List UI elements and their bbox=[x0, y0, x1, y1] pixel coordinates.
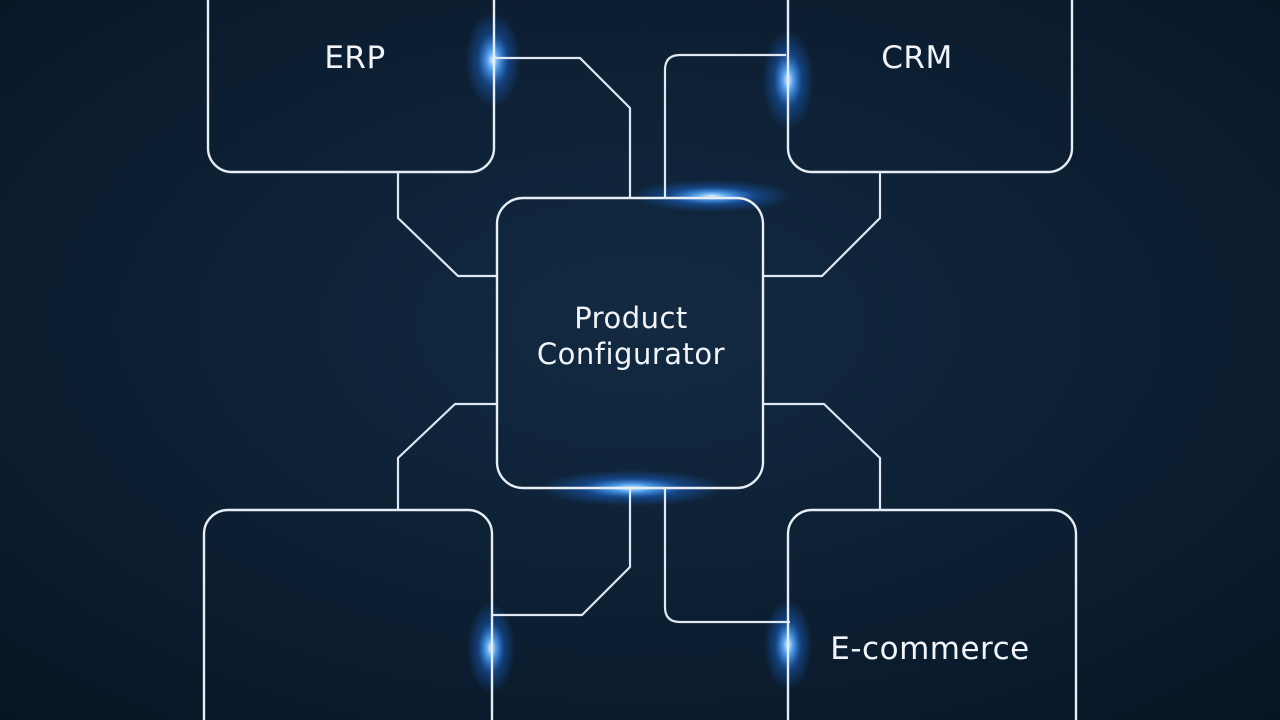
bottom-left-node bbox=[202, 508, 494, 720]
product-configurator-label-line2: Configurator bbox=[536, 337, 726, 371]
connector-erp-center-top bbox=[494, 56, 632, 198]
connector-crm-center-right bbox=[762, 172, 882, 278]
glow-center-top bbox=[632, 180, 792, 212]
erp-label: ERP bbox=[324, 40, 386, 76]
product-configurator-node bbox=[495, 196, 765, 490]
connector-crm-center-top bbox=[663, 53, 786, 198]
connector-bottomleft-center-left bbox=[396, 402, 498, 510]
product-configurator-label-line1: Product bbox=[574, 301, 688, 335]
connector-lines bbox=[396, 53, 882, 624]
connector-ecom-center-bottom bbox=[663, 488, 790, 624]
crm-node bbox=[786, 0, 1074, 174]
erp-node bbox=[206, 0, 496, 174]
product-configurator-label: Product Configurator bbox=[500, 300, 762, 372]
connector-bottomleft-center-bottom bbox=[492, 488, 632, 617]
ecommerce-node bbox=[786, 508, 1078, 720]
connector-erp-center-left bbox=[396, 172, 498, 278]
connector-ecom-center-right bbox=[762, 402, 882, 510]
ecommerce-label: E-commerce bbox=[830, 631, 1030, 667]
crm-label: CRM bbox=[881, 40, 953, 76]
node-boxes bbox=[202, 0, 1078, 720]
